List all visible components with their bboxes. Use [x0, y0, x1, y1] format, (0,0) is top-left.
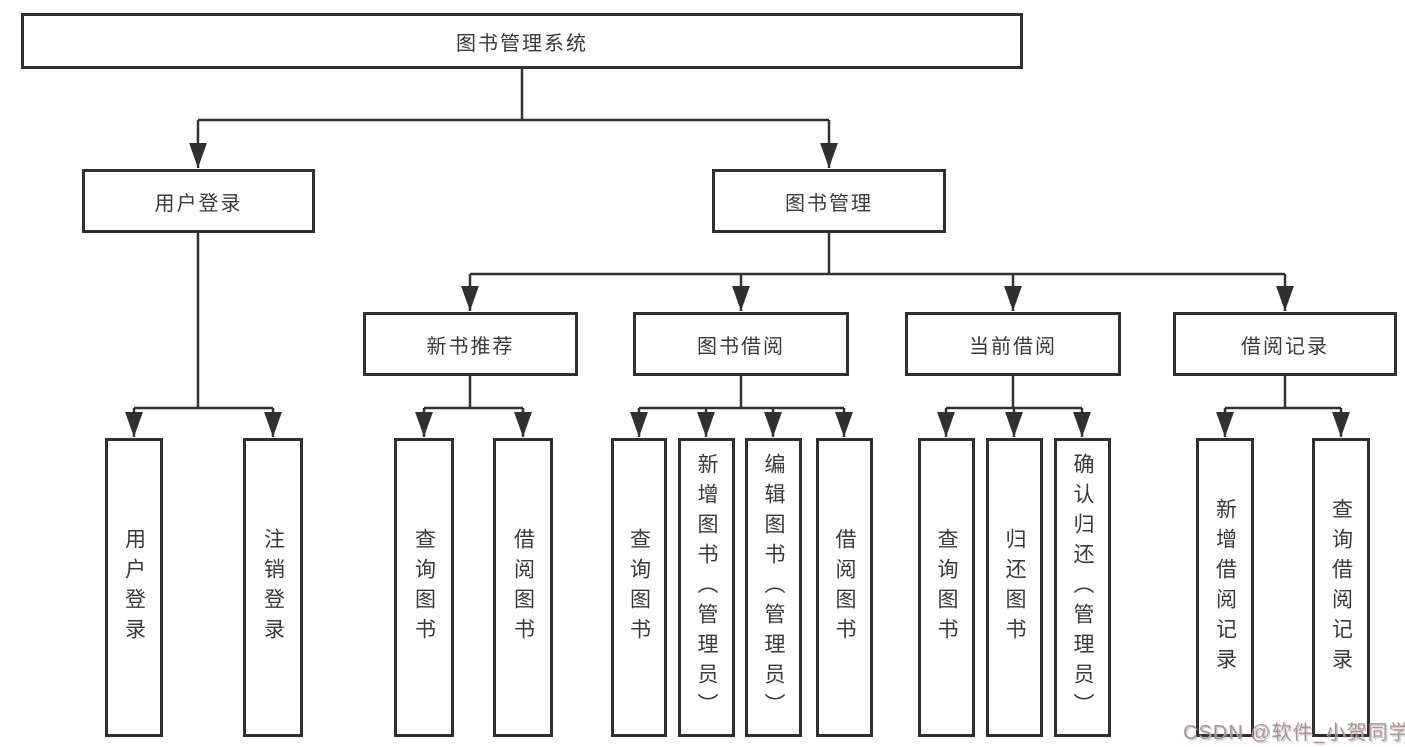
node-borrow-records: 借阅记录 — [1173, 312, 1397, 376]
node-label: 图书借阅 — [697, 335, 785, 358]
node-book-management: 图书管理 — [712, 169, 946, 233]
leaf-borrow-book-recommend: 借阅图书 — [493, 438, 553, 737]
node-label: 用户登录 — [154, 192, 243, 215]
node-current-borrow: 当前借阅 — [905, 312, 1121, 376]
leaf-label: 用户登录 — [122, 527, 146, 648]
node-label: 图书管理 — [785, 192, 873, 215]
leaf-query-book-recommend: 查询图书 — [394, 438, 454, 737]
node-user-login: 用户登录 — [82, 169, 315, 233]
leaf-label: 新增图书（管理员） — [695, 452, 718, 723]
node-label: 借阅记录 — [1241, 335, 1329, 358]
leaf-label: 编辑图书（管理员） — [762, 452, 785, 723]
leaf-return-book: 归还图书 — [986, 438, 1043, 737]
node-new-book-recommend: 新书推荐 — [363, 312, 578, 376]
leaf-edit-book-admin: 编辑图书（管理员） — [745, 438, 802, 737]
leaf-query-borrow-record: 查询借阅记录 — [1312, 438, 1370, 737]
leaf-label: 借阅图书 — [833, 527, 856, 648]
leaf-label: 查询图书 — [412, 527, 436, 648]
leaf-label: 归还图书 — [1003, 527, 1026, 648]
leaf-add-book-admin: 新增图书（管理员） — [678, 438, 735, 737]
leaf-label: 新增借阅记录 — [1213, 497, 1237, 678]
node-label: 当前借阅 — [969, 335, 1057, 358]
leaf-confirm-return-admin: 确认归还（管理员） — [1054, 438, 1111, 737]
node-label: 新书推荐 — [426, 335, 515, 358]
leaf-label: 注销登录 — [261, 527, 285, 648]
leaf-label: 查询借阅记录 — [1329, 497, 1353, 678]
leaf-label: 查询图书 — [935, 527, 958, 648]
leaf-label: 查询图书 — [627, 527, 651, 648]
leaf-borrow-book: 借阅图书 — [816, 438, 873, 737]
leaf-query-book-current: 查询图书 — [918, 438, 975, 737]
leaf-label: 确认归还（管理员） — [1071, 452, 1094, 723]
leaf-query-book-borrow: 查询图书 — [611, 438, 667, 737]
node-book-borrow: 图书借阅 — [633, 312, 849, 376]
leaf-label: 借阅图书 — [511, 527, 535, 648]
csdn-watermark: CSDN @软件_小贺同学 — [1183, 722, 1405, 744]
node-system-root: 图书管理系统 — [21, 13, 1023, 69]
leaf-add-borrow-record: 新增借阅记录 — [1196, 438, 1254, 737]
leaf-logout: 注销登录 — [243, 438, 303, 737]
leaf-user-login: 用户登录 — [105, 438, 163, 737]
node-label: 图书管理系统 — [456, 32, 588, 55]
